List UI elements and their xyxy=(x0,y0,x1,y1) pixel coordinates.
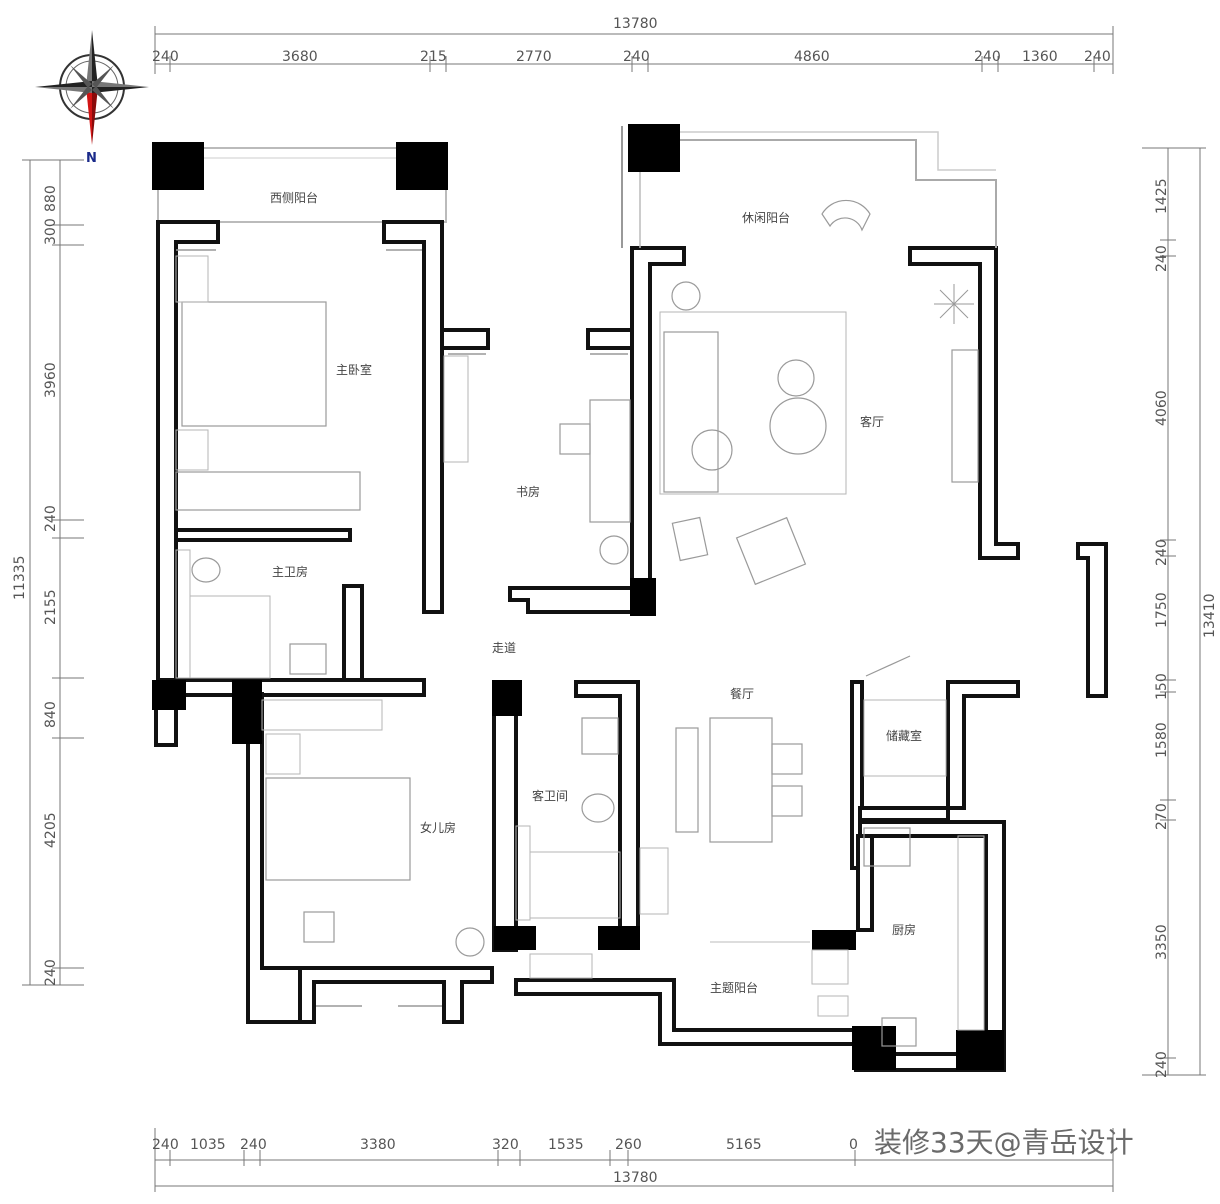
corridor-label: 走道 xyxy=(492,641,516,655)
bottom-dim-4: 3380 xyxy=(360,1137,396,1153)
dining-room-label: 餐厅 xyxy=(730,686,754,701)
right-dim-4: 240 xyxy=(1154,539,1170,566)
top-dim-9: 240 xyxy=(1084,49,1111,65)
top-dimension-chain: 13780 240 3680 215 2770 240 4860 240 136… xyxy=(152,16,1114,74)
top-dim-3: 215 xyxy=(420,49,447,65)
left-dim-4: 240 xyxy=(43,505,59,532)
bottom-dim-1: 240 xyxy=(152,1137,179,1153)
right-dim-10: 240 xyxy=(1154,1051,1170,1078)
west-balcony-label: 西侧阳台 xyxy=(270,190,318,205)
bottom-dim-9: 0 xyxy=(849,1137,858,1153)
right-dim-8: 270 xyxy=(1154,803,1170,830)
right-dim-7: 1580 xyxy=(1154,722,1170,758)
top-dim-2: 3680 xyxy=(282,49,318,65)
top-dim-5: 240 xyxy=(623,49,650,65)
room-labels: 西侧阳台 休闲阳台 主卧室 书房 客厅 主卫房 走道 餐厅 储藏室 女儿房 客卫… xyxy=(270,190,922,995)
bottom-dim-3: 240 xyxy=(240,1137,267,1153)
bottom-total-dim: 13780 xyxy=(613,1170,658,1186)
right-dim-5: 1750 xyxy=(1154,592,1170,628)
left-dim-5: 2155 xyxy=(43,589,59,625)
furniture xyxy=(175,199,985,1047)
left-dim-3: 3960 xyxy=(43,362,59,398)
north-label: N xyxy=(86,151,97,166)
right-dim-3: 4060 xyxy=(1154,390,1170,426)
guest-bath-label: 客卫间 xyxy=(532,788,568,803)
left-total-dim: 11335 xyxy=(12,555,28,600)
top-total-dim: 13780 xyxy=(613,16,658,32)
left-dim-1: 880 xyxy=(43,185,59,212)
structural-columns xyxy=(152,124,1004,1070)
right-dimension-chain: 13410 1425 240 4060 240 1750 150 1580 27… xyxy=(1142,147,1218,1078)
living-room-label: 客厅 xyxy=(860,414,884,429)
left-dimension-chain: 11335 880 300 3960 240 2155 840 4205 240 xyxy=(12,159,84,986)
bottom-dimension-chain: 240 1035 240 3380 320 1535 260 5165 0 13… xyxy=(152,1128,1114,1192)
bottom-dim-8: 5165 xyxy=(726,1137,762,1153)
right-dim-2: 240 xyxy=(1154,245,1170,272)
leisure-balcony-label: 休闲阳台 xyxy=(742,210,790,225)
daughter-room-label: 女儿房 xyxy=(420,820,456,835)
top-dim-6: 4860 xyxy=(794,49,830,65)
top-dim-1: 240 xyxy=(152,49,179,65)
bottom-dim-2: 1035 xyxy=(190,1137,226,1153)
master-bedroom-label: 主卧室 xyxy=(336,362,372,377)
left-dim-6: 840 xyxy=(43,701,59,728)
top-dim-4: 2770 xyxy=(516,49,552,65)
right-total-dim: 13410 xyxy=(1202,593,1218,638)
storage-label: 储藏室 xyxy=(886,728,922,743)
left-dim-7: 4205 xyxy=(43,812,59,848)
right-dim-9: 3350 xyxy=(1154,924,1170,960)
service-balcony-label: 主题阳台 xyxy=(710,980,758,995)
top-dim-8: 1360 xyxy=(1022,49,1058,65)
bottom-dim-6: 1535 xyxy=(548,1137,584,1153)
top-dim-7: 240 xyxy=(974,49,1001,65)
bottom-dim-5: 320 xyxy=(492,1137,519,1153)
left-dim-2: 300 xyxy=(43,218,59,245)
study-label: 书房 xyxy=(516,484,540,499)
right-dim-1: 1425 xyxy=(1154,178,1170,214)
right-dim-6: 150 xyxy=(1154,673,1170,700)
watermark: 装修33天@青岳设计 xyxy=(874,1126,1134,1159)
master-bath-label: 主卫房 xyxy=(272,564,308,579)
bottom-dim-7: 260 xyxy=(615,1137,642,1153)
left-dim-8: 240 xyxy=(43,959,59,986)
kitchen-label: 厨房 xyxy=(892,922,916,937)
compass-rose-icon: N xyxy=(35,30,149,166)
